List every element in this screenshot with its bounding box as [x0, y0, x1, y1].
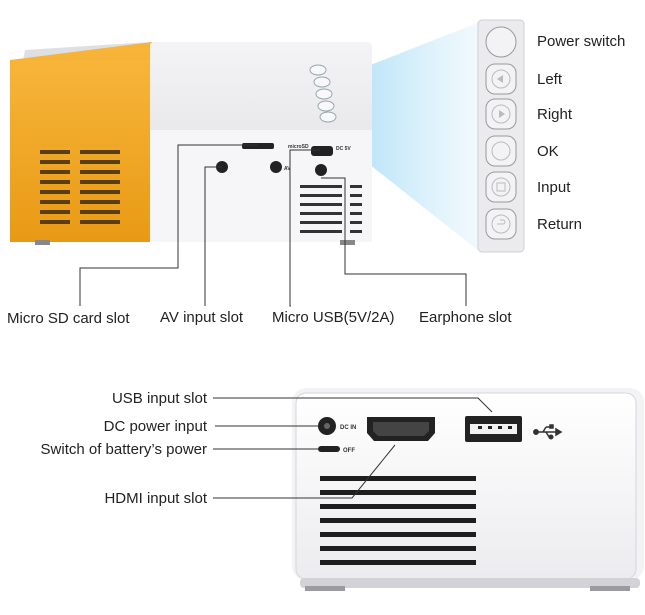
panel-label-left: Left [537, 71, 563, 88]
usb-symbol-icon [533, 424, 563, 440]
projector-rear-view: DC IN OFF [292, 388, 644, 591]
rear-vent-grill [320, 476, 476, 565]
battery-switch [318, 446, 340, 452]
port-label-micro-usb: Micro USB(5V/2A) [272, 309, 395, 326]
micro-usb-port [311, 146, 333, 156]
av-mark: AV [284, 166, 291, 172]
port-label-earphone: Earphone slot [419, 309, 512, 326]
ok-icon [491, 141, 511, 161]
callout-hdmi-input: HDMI input slot [104, 490, 207, 507]
av-jack-2 [270, 161, 282, 173]
yellow-vent-grill [40, 150, 120, 224]
panel-label-return: Return [537, 216, 583, 233]
control-panel [477, 19, 525, 253]
white-vent-grill [300, 185, 362, 233]
callout-battery-switch: Switch of battery’s power [40, 441, 207, 458]
earphone-jack [315, 164, 327, 176]
panel-label-power-switch: Power switch [537, 33, 626, 50]
port-label-av-input: AV input slot [160, 309, 244, 326]
off-mark: OFF [343, 448, 355, 454]
left-arrow-icon [497, 75, 503, 83]
panel-label-ok: OK [537, 143, 559, 160]
dc5v-mark: DC 5V [336, 146, 351, 152]
return-icon [497, 219, 506, 225]
callout-dc-power: DC power input [103, 418, 207, 435]
microsd-mark: microSD [288, 144, 309, 150]
port-label-micro-sd: Micro SD card slot [7, 310, 130, 327]
right-arrow-icon [499, 110, 505, 118]
top-button-row [309, 64, 337, 123]
top-callout-lines [79, 144, 467, 307]
dcin-mark: DC IN [340, 425, 356, 431]
input-icon [496, 182, 506, 192]
micro-sd-slot [242, 143, 274, 149]
projector-top-view: microSD AV DC 5V [10, 42, 372, 245]
callout-usb-input: USB input slot [111, 390, 207, 407]
panel-label-input: Input [537, 179, 571, 196]
panel-label-right: Right [537, 106, 573, 123]
power-switch-icon [485, 26, 517, 58]
bottom-callout-lines [213, 397, 493, 499]
projection-light-beam [345, 22, 480, 252]
